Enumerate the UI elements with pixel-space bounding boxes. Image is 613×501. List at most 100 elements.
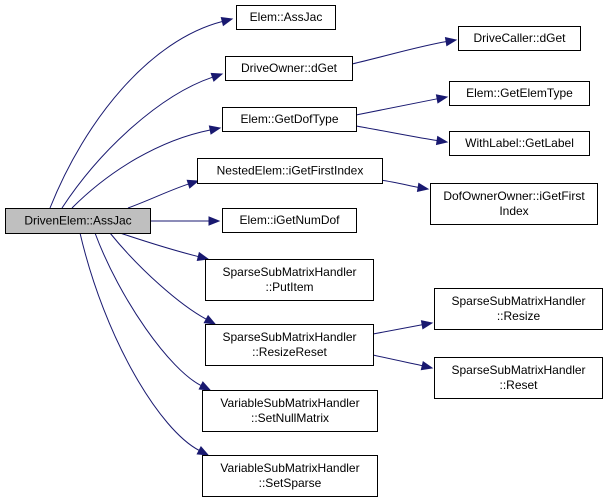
arrowhead-icon [435, 94, 449, 104]
arrowhead-icon [196, 445, 210, 456]
node-box[interactable] [202, 390, 378, 432]
arrowhead-icon [420, 320, 434, 330]
arrowhead-icon [203, 314, 217, 325]
arrowhead-icon [210, 72, 224, 82]
node-box[interactable] [222, 107, 357, 132]
edge-ssmh-resizereset-to-ssmh-reset [372, 354, 434, 371]
node-box[interactable] [449, 81, 590, 106]
node-ssmh-resize[interactable]: SparseSubMatrixHandler::Resize [434, 288, 603, 330]
node-label: DofOwnerOwner::iGetFirst [443, 189, 585, 203]
node-label: VariableSubMatrixHandler [220, 461, 359, 475]
arrowhead-icon [208, 216, 221, 226]
arrowhead-icon [186, 179, 200, 189]
node-box[interactable] [458, 26, 581, 51]
edge-driveowner-dget-to-drivecaller-dget [351, 37, 458, 65]
node-box[interactable] [434, 288, 603, 330]
node-label: Elem::GetDofType [240, 112, 338, 126]
edge-line [49, 20, 223, 209]
edge-root-to-ssmh-resizereset [109, 232, 217, 325]
node-nestedelem-igetfirstindex[interactable]: NestedElem::iGetFirstIndex [197, 158, 383, 184]
node-box[interactable] [205, 259, 374, 301]
arrowhead-icon [435, 135, 449, 146]
node-label: SparseSubMatrixHandler [451, 363, 585, 377]
arrowhead-icon [208, 125, 222, 135]
node-box[interactable] [205, 324, 374, 366]
node-ssmh-putitem[interactable]: SparseSubMatrixHandler::PutItem [205, 259, 374, 301]
edge-line [379, 179, 419, 188]
node-label: ::Reset [499, 378, 538, 392]
edge-line [355, 125, 438, 142]
edge-line [351, 41, 447, 65]
node-elem-getdoftype[interactable]: Elem::GetDofType [222, 107, 357, 132]
edge-root-to-driveowner-dget [61, 72, 224, 209]
node-vsmh-setnullmatrix[interactable]: VariableSubMatrixHandler::SetNullMatrix [202, 390, 378, 432]
node-label: ::ResizeReset [252, 345, 327, 359]
edge-nestedelem-igetfirstindex-to-dofownerowner-igetfirstindex [379, 179, 430, 192]
node-label: Index [499, 204, 528, 218]
node-elem-igetnumdof[interactable]: Elem::iGetNumDof [222, 208, 357, 233]
node-label: Elem::AssJac [250, 10, 323, 24]
edge-line [119, 232, 199, 258]
node-label: VariableSubMatrixHandler [220, 396, 359, 410]
node-box[interactable] [222, 208, 357, 233]
arrowhead-icon [196, 251, 210, 262]
edge-line [61, 76, 213, 209]
edge-root-to-elem-igetnumdof [150, 216, 221, 226]
node-label: SparseSubMatrixHandler [222, 330, 356, 344]
edge-line [71, 129, 211, 209]
edge-line [79, 232, 200, 451]
node-label: ::Resize [497, 309, 541, 323]
nodes-layer: DrivenElem::AssJac Elem::AssJacDriveOwner… [5, 5, 603, 497]
node-box[interactable] [430, 183, 598, 225]
arrowhead-icon [220, 17, 234, 27]
edge-line [127, 183, 189, 209]
node-box[interactable] [197, 158, 383, 184]
node-label: DriveCaller::dGet [473, 31, 566, 45]
edge-ssmh-resizereset-to-ssmh-resize [372, 320, 434, 335]
node-box[interactable] [434, 357, 603, 399]
node-ssmh-reset[interactable]: SparseSubMatrixHandler::Reset [434, 357, 603, 399]
node-box[interactable] [202, 455, 378, 497]
arrowhead-icon [420, 360, 434, 371]
node-label: NestedElem::iGetFirstIndex [217, 164, 364, 178]
node-label: SparseSubMatrixHandler [222, 265, 356, 279]
node-label: WithLabel::GetLabel [465, 136, 574, 150]
node-label: ::SetSparse [259, 476, 322, 490]
node-box[interactable] [236, 5, 336, 30]
node-withlabel-getlabel[interactable]: WithLabel::GetLabel [449, 131, 590, 156]
edge-root-to-elem-assjac [49, 17, 234, 209]
edge-line [355, 98, 438, 116]
edge-elem-getdoftype-to-withlabel-getlabel [355, 125, 449, 146]
node-label: Elem::GetElemType [466, 86, 573, 100]
arrowhead-icon [416, 182, 430, 192]
arrowhead-icon [198, 381, 212, 391]
node-vsmh-setsparse[interactable]: VariableSubMatrixHandler::SetSparse [202, 455, 378, 497]
edge-root-to-elem-getdoftype [71, 125, 222, 209]
node-label: ::SetNullMatrix [251, 411, 329, 425]
node-ssmh-resizereset[interactable]: SparseSubMatrixHandler::ResizeReset [205, 324, 374, 366]
node-box[interactable] [5, 208, 151, 234]
node-drivecaller-dget[interactable]: DriveCaller::dGet [458, 26, 581, 51]
node-root[interactable]: DrivenElem::AssJac [5, 208, 151, 234]
edge-line [372, 354, 423, 367]
edge-root-to-vsmh-setsparse [79, 232, 210, 456]
node-elem-assjac[interactable]: Elem::AssJac [236, 5, 336, 30]
node-driveowner-dget[interactable]: DriveOwner::dGet [225, 56, 353, 81]
edges-layer [49, 17, 458, 456]
node-label: DrivenElem::AssJac [24, 214, 131, 228]
node-box[interactable] [449, 131, 590, 156]
edge-line [372, 324, 423, 335]
edge-root-to-vsmh-setnullmatrix [94, 232, 212, 391]
edge-line [109, 232, 207, 320]
arrowhead-icon [444, 37, 458, 47]
node-elem-getelemtype[interactable]: Elem::GetElemType [449, 81, 590, 106]
edge-elem-getdoftype-to-elem-getelemtype [355, 94, 449, 116]
edge-root-to-nestedelem-igetfirstindex [127, 179, 200, 209]
node-label: Elem::iGetNumDof [239, 213, 340, 227]
node-label: SparseSubMatrixHandler [451, 294, 585, 308]
edge-line [94, 232, 202, 386]
node-dofownerowner-igetfirstindex[interactable]: DofOwnerOwner::iGetFirstIndex [430, 183, 598, 225]
edge-root-to-ssmh-putitem [119, 232, 210, 262]
node-box[interactable] [225, 56, 353, 81]
